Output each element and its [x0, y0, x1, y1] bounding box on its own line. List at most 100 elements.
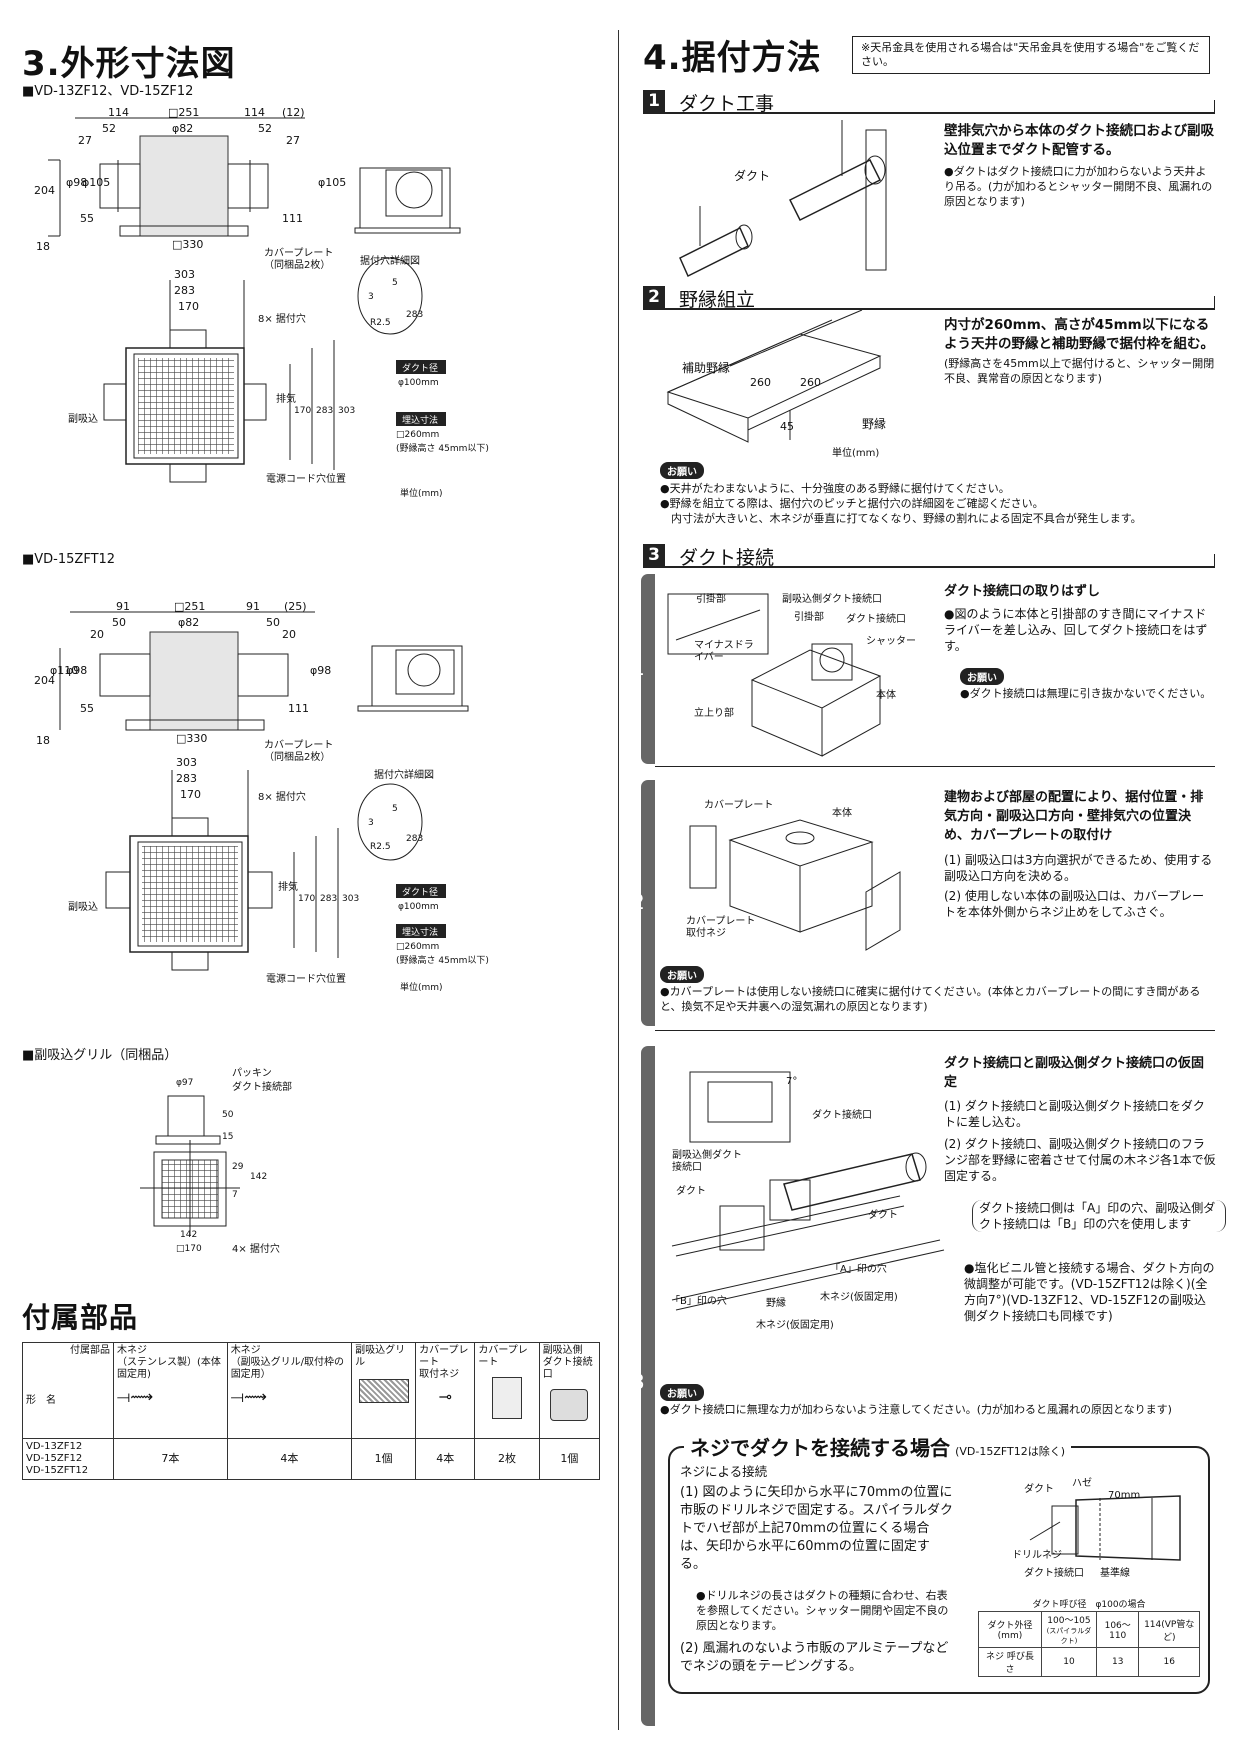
dim2-20b: 20 [282, 628, 296, 641]
step2-hojo-label: 補助野縁 [682, 361, 731, 375]
parts-value-1: 7本 [113, 1438, 228, 1480]
screw-table-r2c3: 16 [1138, 1647, 1200, 1677]
grille-d142v: 142 [250, 1172, 268, 1182]
grille-d142h: 142 [180, 1230, 198, 1240]
dim2-251: □251 [174, 600, 206, 613]
plate-icon [492, 1377, 523, 1419]
st2-label-cover: カバープレート [704, 800, 774, 811]
cord-hole-label-2: 電源コード穴位置 [266, 974, 346, 985]
screw-table-row1-label: ダクト外径(mm) [978, 1611, 1042, 1648]
screw-table-r2c1: 10 [1040, 1647, 1097, 1677]
parts-col-wood-screw-1: 木ネジ（ステンレス製）(本体固定用)⟞⟿ [113, 1342, 228, 1439]
duct-dia-label-2: ダクト径 [402, 888, 439, 898]
step2-note-2: ●野縁を組立てる際は、据付穴のピッチと据付穴の詳細図をご確認ください。 [660, 497, 1044, 510]
duct-connector-icon [550, 1389, 589, 1421]
st1-note: ●ダクト接続口は無理に引き抜かないでください。 [960, 687, 1212, 700]
detail-title: 据付穴詳細図 [360, 256, 420, 267]
substep1-bar [641, 574, 655, 764]
step2-note-1: ●天井がたわまないように、十分強度のある野縁に据付けてください。 [660, 482, 1010, 495]
sub-intake-label: 副吸込 [68, 414, 98, 425]
detail2-dim-3: 3 [368, 818, 374, 828]
grille-drawing [140, 1095, 240, 1236]
parts-table: 付属部品 形 名 木ネジ（ステンレス製）(本体固定用)⟞⟿ 木ネジ（副吸込グリル… [22, 1342, 601, 1480]
step2-unit: 単位(mm) [832, 448, 880, 459]
st3-item-1: (1) ダクト接続口と副吸込側ダクト接続口をダクトに差し込む。 [944, 1099, 1205, 1129]
screw-label-duct: ダクト [1024, 1484, 1054, 1495]
st2-label-cover-screw: カバープレート取付ネジ [686, 916, 756, 939]
step2-bold: 内寸が260mm、高さが45mm以下になるよう天井の野縁と補助野縁で据付枠を組む… [944, 317, 1214, 352]
substep3-number: 3 [632, 1370, 645, 1394]
dim2-98b: φ98 [310, 664, 332, 677]
duct-dia-label: ダクト径 [402, 364, 439, 374]
parts-col-cover-screw: カバープレート取付ネジ⊸ [415, 1342, 476, 1439]
step1-header: 1 ダクト工事 [643, 88, 1215, 115]
st3-paren: ダクト接続口側は「A」印の穴、副吸込側ダクト接続口は「B」印の穴を使用します [972, 1200, 1226, 1232]
plan2-dim-303: 303 [176, 756, 197, 769]
screw-box-title: ネジでダクトを接続する場合 [690, 1436, 950, 1460]
duct-dia-value-2: φ100mm [398, 902, 439, 912]
step2-header: 2 野縁組立 [643, 284, 1215, 311]
duct-dia-value: φ100mm [398, 378, 439, 388]
st3-label-wood-screw-1: 木ネジ(仮固定用) [820, 1292, 898, 1303]
dim-111: 111 [282, 212, 303, 225]
st3-label-angle: 7° [786, 1076, 798, 1087]
st1-label-subduct: 副吸込側ダクト接続口 [782, 594, 882, 605]
dim2-55: 55 [80, 702, 94, 715]
parts-col-wood-screw-2: 木ネジ（副吸込グリル/取付枠の固定用）⟞⟿ [226, 1342, 353, 1439]
screw-label-ductport: ダクト接続口 [1024, 1568, 1084, 1579]
screw-drawing [1029, 1495, 1181, 1561]
duct-work-drawing [679, 120, 887, 278]
detail2-dim-5: 5 [392, 804, 398, 814]
dim2-111: 111 [288, 702, 309, 715]
step3-title: ダクト接続 [679, 547, 775, 569]
plan-side-283: 283 [316, 406, 334, 416]
section4-title: 4.据付方法 [643, 38, 822, 78]
st3-label-wood-screw-2: 木ネジ(仮固定用) [756, 1320, 834, 1331]
step3-number: 3 [643, 544, 665, 566]
plan-dim-283: 283 [174, 284, 195, 297]
plan-view-1 [103, 257, 446, 483]
parts-col-sub-duct: 副吸込側ダクト接続口 [538, 1342, 601, 1439]
cover-plate-label-2: カバープレート [264, 740, 334, 751]
step1-bullet: ●ダクトはダクト接続口に力が加わらないよう天井より吊る。(力が加わるとシャッター… [944, 165, 1213, 208]
substep2-bar [641, 780, 655, 1026]
cover-plate-label: カバープレート [264, 248, 334, 259]
dim-251: □251 [168, 106, 200, 119]
parts-col-cover-plate: カバープレート [474, 1342, 540, 1439]
detail-dim-5: 5 [392, 278, 398, 288]
screw-head: ネジによる接続 [680, 1464, 768, 1479]
step1-title: ダクト工事 [679, 93, 775, 115]
step1-duct-label: ダクト [734, 169, 771, 183]
step2-noen-label: 野縁 [862, 417, 887, 431]
st3-onegai-badge: お願い [660, 1384, 704, 1401]
step3-header: 3 ダクト接続 [643, 542, 1215, 569]
step2-onegai-badge: お願い [660, 462, 704, 479]
st3-label-duct-1: ダクト [676, 1186, 706, 1197]
grille-title: ■副吸込グリル（同梱品） [22, 1048, 178, 1063]
st3-label-a-hole: 「A」印の穴 [830, 1264, 887, 1275]
grille-d50: 50 [222, 1110, 234, 1120]
grille-icon [358, 1379, 409, 1403]
plan-dim-170: 170 [178, 300, 199, 313]
step2-number: 2 [643, 286, 665, 308]
dim2-25: (25) [284, 600, 307, 613]
embed-label-2: 埋込寸法 [402, 928, 439, 938]
grille-d15: 15 [222, 1132, 234, 1142]
column-divider [618, 30, 619, 1730]
screw-box-sub: (VD-15ZFT12は除く) [955, 1445, 1066, 1458]
cord-hole-label: 電源コード穴位置 [266, 474, 346, 485]
dim2-20a: 20 [90, 628, 104, 641]
dim-18: 18 [36, 240, 50, 253]
parts-value-6: 1個 [538, 1438, 601, 1480]
plan-dim-303: 303 [174, 268, 195, 281]
model-label-1: ■VD-13ZF12、VD-15ZF12 [22, 84, 194, 99]
grille-d170: □170 [176, 1244, 202, 1254]
st2-item-1: (1) 副吸込口は3方向選択ができるため、使用する副吸込口方向を決める。 [944, 853, 1213, 883]
model-label-2: ■VD-15ZFT12 [22, 552, 116, 567]
embed-sub-2: (野縁高さ 45mm以下) [396, 956, 489, 966]
cover-plate-drawing [689, 819, 901, 951]
screw-icon: ⟞⟿ [117, 1387, 154, 1406]
st3-item-2: (2) ダクト接続口、副吸込側ダクト接続口のフランジ部を野縁に密着させて付属の木… [944, 1137, 1216, 1183]
parts-title: 付属部品 [22, 1301, 139, 1334]
